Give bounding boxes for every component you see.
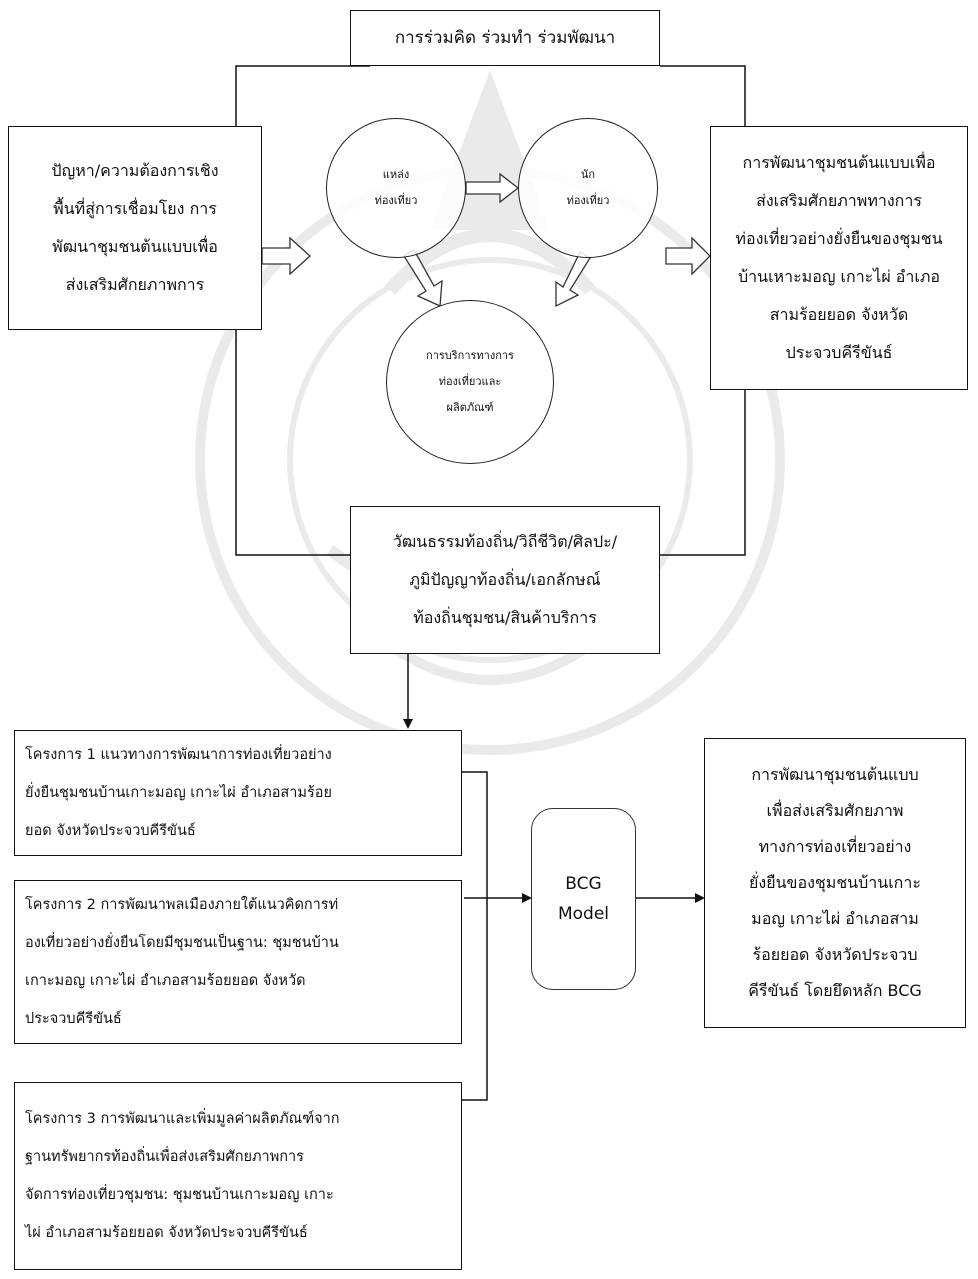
tourist-circle: นัก ท่องเที่ยว [518, 118, 658, 258]
project-2-box: โครงการ 2 การพัฒนาพลเมืองภายใต้แนวคิดการ… [14, 880, 462, 1044]
tourism-service-text: การบริการทางการ ท่องเที่ยวและ ผลิตภัณฑ์ [426, 349, 514, 414]
project-1-text: โครงการ 1 แนวทางการพัฒนาการท่องเที่ยวอย่… [25, 747, 332, 839]
bcg-result-box: การพัฒนาชุมชนต้นแบบ เพื่อส่งเสริมศักยภาพ… [704, 738, 966, 1028]
problem-needs-text: ปัญหา/ความต้องการเชิง พื้นที่สู่การเชื่อ… [51, 161, 219, 294]
local-culture-text: วัฒนธรรมท้องถิ่น/วิถีชีวิต/ศิลปะ/ ภูมิปั… [392, 532, 618, 627]
tourist-attraction-text: แหล่ง ท่องเที่ยว [374, 168, 418, 207]
participation-text: การร่วมคิด ร่วมทำ ร่วมพัฒนา [394, 28, 616, 48]
development-goal-box: การพัฒนาชุมชนต้นแบบเพื่อ ส่งเสริมศักยภาพ… [710, 126, 968, 390]
local-culture-box: วัฒนธรรมท้องถิ่น/วิถีชีวิต/ศิลปะ/ ภูมิปั… [350, 506, 660, 654]
hollow-arrow-source-tourist [465, 172, 520, 204]
development-goal-text: การพัฒนาชุมชนต้นแบบเพื่อ ส่งเสริมศักยภาพ… [735, 153, 943, 362]
bcg-result-text: การพัฒนาชุมชนต้นแบบ เพื่อส่งเสริมศักยภาพ… [748, 765, 922, 1000]
project-3-box: โครงการ 3 การพัฒนาและเพิ่มมูลค่าผลิตภัณฑ… [14, 1082, 462, 1270]
problem-needs-box: ปัญหา/ความต้องการเชิง พื้นที่สู่การเชื่อ… [8, 126, 262, 330]
bcg-model-text: BCG Model [557, 874, 610, 924]
project-1-box: โครงการ 1 แนวทางการพัฒนาการท่องเที่ยวอย่… [14, 730, 462, 856]
hollow-arrow-to-right [665, 236, 711, 276]
hollow-arrow-left-in [261, 236, 311, 276]
project-2-text: โครงการ 2 การพัฒนาพลเมืองภายใต้แนวคิดการ… [25, 897, 339, 1027]
hollow-arrow-tourist-service [555, 251, 591, 308]
bracket-project1 [462, 771, 488, 1101]
tourist-attraction-circle: แหล่ง ท่องเที่ยว [326, 118, 466, 258]
project-3-text: โครงการ 3 การพัฒนาและเพิ่มมูลค่าผลิตภัณฑ… [25, 1111, 340, 1241]
tourism-service-circle: การบริการทางการ ท่องเที่ยวและ ผลิตภัณฑ์ [386, 300, 554, 464]
hollow-arrow-source-service [403, 249, 443, 307]
participation-box: การร่วมคิด ร่วมทำ ร่วมพัฒนา [350, 10, 660, 66]
bcg-model-box: BCG Model [531, 808, 636, 990]
tourist-text: นัก ท่องเที่ยว [566, 168, 610, 207]
